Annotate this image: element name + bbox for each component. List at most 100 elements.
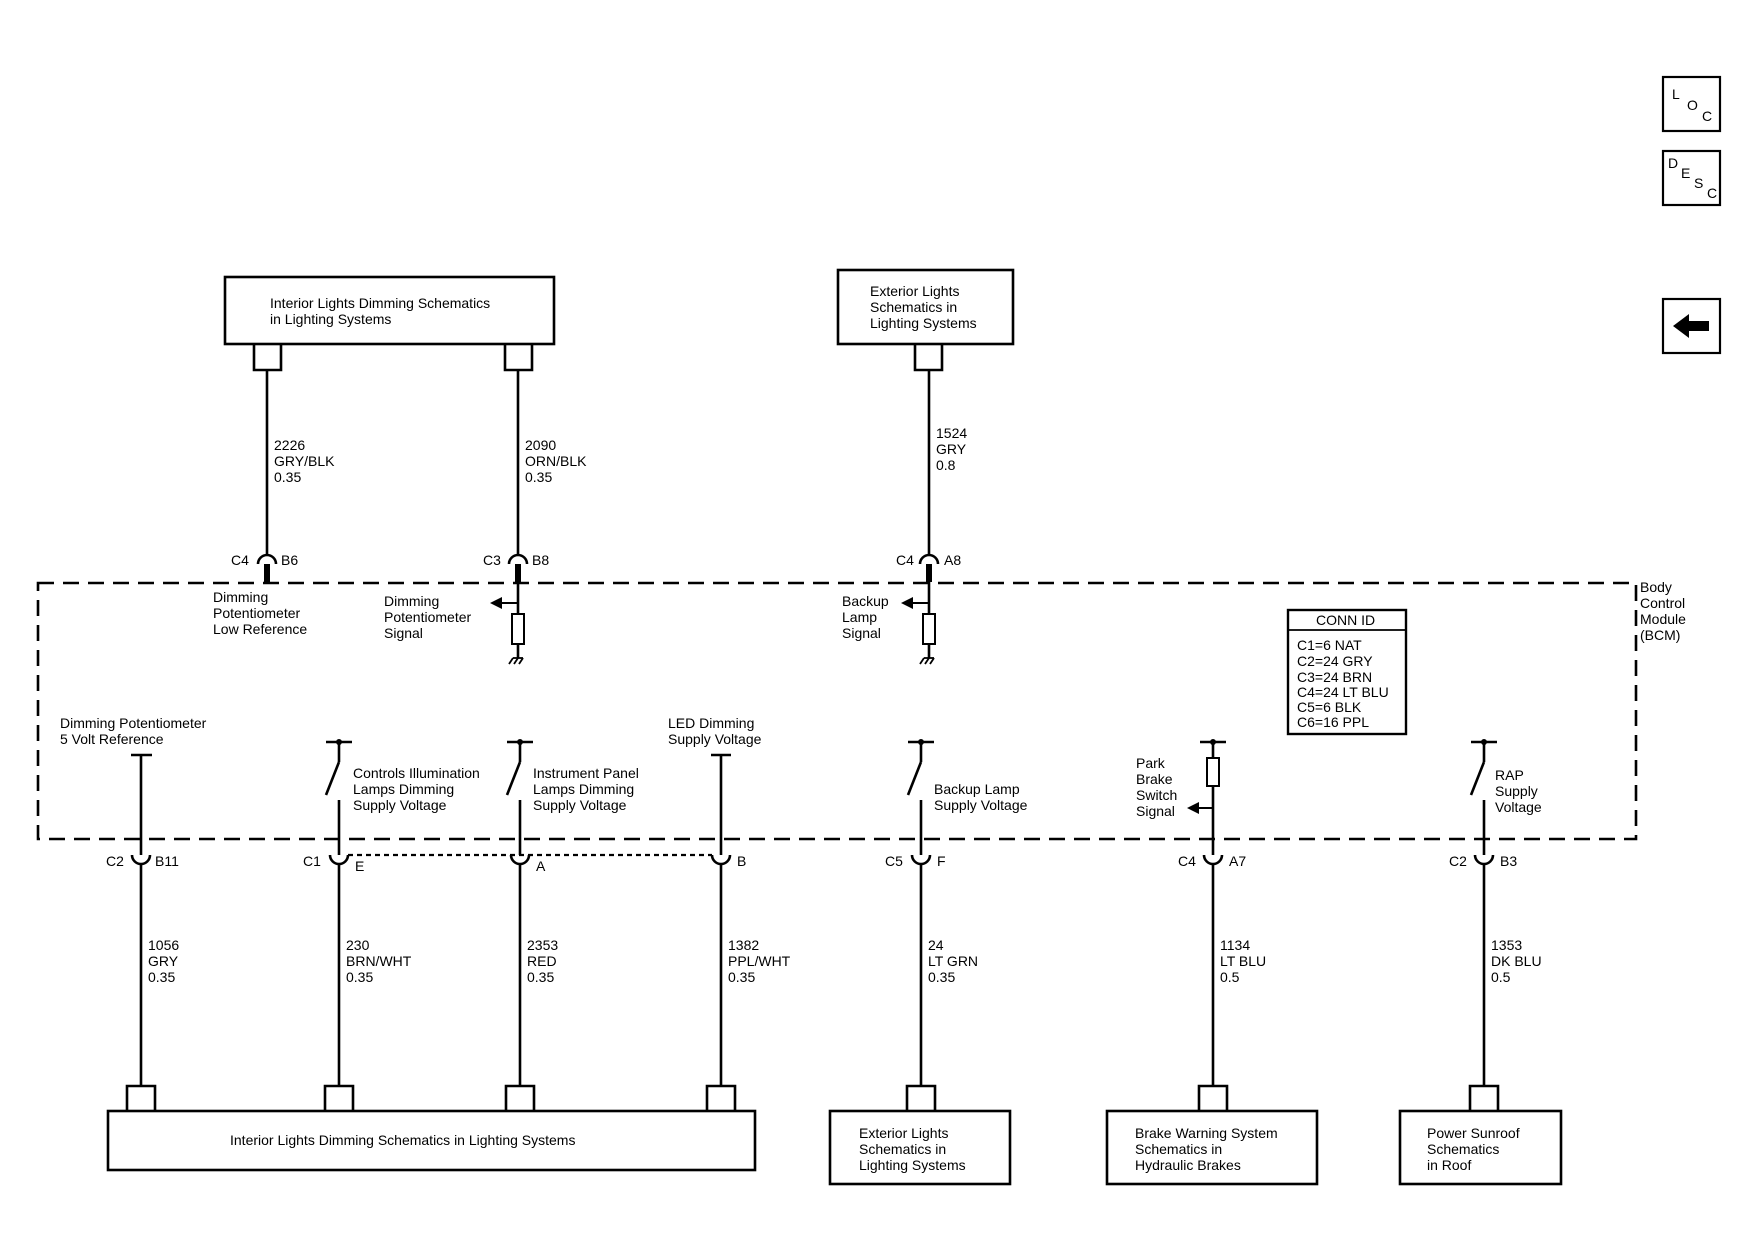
bottom-connector-c2-b3: C2 B3 (1449, 853, 1517, 869)
rap-supply-switch: RAP Supply Voltage (1469, 739, 1542, 855)
module-label-line-4: (BCM) (1640, 627, 1680, 643)
bottom-connector-c2-b11: C2 B11 (106, 853, 179, 869)
conn-id-table: CONN ID C1=6 NAT C2=24 GRY C3=24 BRN C4=… (1286, 608, 1408, 736)
led-dimming-supply-circuit: LED Dimming Supply Voltage (668, 715, 762, 855)
desc-letter-d: D (1668, 155, 1678, 171)
bottom-connector-c4-a7: C4 A7 (1178, 853, 1246, 869)
bottom-exterior-lights-box[interactable]: Exterior Lights Schematics in Lighting S… (828, 1109, 1012, 1186)
connector-id: C1 (303, 853, 321, 869)
top-connector-c3-b8: C3 B8 (483, 552, 549, 582)
pin-id: B3 (1500, 853, 1517, 869)
label-line: RAP (1495, 767, 1524, 783)
bottom-connector-c1-e: C1 E (303, 853, 364, 874)
top-wire-1524: 1524 GRY 0.8 (927, 370, 967, 555)
label-line: Supply (1495, 783, 1538, 799)
wire-number: 1524 (936, 425, 967, 441)
label-line: Signal (384, 625, 423, 641)
connector-id: C3 (483, 552, 501, 568)
bottom-power-sunroof-box[interactable]: Power Sunroof Schematics in Roof (1398, 1109, 1563, 1186)
wire-number: 2090 (525, 437, 556, 453)
bottom-brake-box-line-1: Brake Warning System (1135, 1125, 1278, 1141)
conn-id-c3: C3=24 BRN (1297, 669, 1372, 685)
wire-number: 230 (346, 937, 370, 953)
wire-color: ORN/BLK (525, 453, 587, 469)
label-line: Supply Voltage (353, 797, 447, 813)
label-line: Lamp (842, 609, 877, 625)
top-interior-dimming-box[interactable]: Interior Lights Dimming Schematics in Li… (223, 275, 556, 346)
label-line: Lamps Dimming (353, 781, 454, 797)
wire-gauge: 0.35 (346, 969, 373, 985)
backup-lamp-signal-circuit: Backup Lamp Signal (842, 582, 936, 665)
pin-id: B (737, 853, 746, 869)
top-exterior-lights-box[interactable]: Exterior Lights Schematics in Lighting S… (836, 268, 1015, 346)
loc-letter-c: C (1702, 108, 1712, 124)
connector-id: C5 (885, 853, 903, 869)
top-exterior-box-line-2: Schematics in (870, 299, 957, 315)
connector-id: C2 (1449, 853, 1467, 869)
loc-letter-o: O (1687, 97, 1698, 113)
conn-id-c1: C1=6 NAT (1297, 637, 1362, 653)
back-button[interactable] (1661, 297, 1722, 355)
wire-number: 1056 (148, 937, 179, 953)
top-wire-2090: 2090 ORN/BLK 0.35 (516, 370, 587, 555)
desc-button[interactable]: D E S C (1661, 149, 1722, 207)
controls-illumination-switch: Controls Illumination Lamps Dimming Supp… (324, 739, 480, 855)
wire-gauge: 0.35 (148, 969, 175, 985)
pin-id: B11 (155, 853, 179, 869)
label-line: Potentiometer (213, 605, 300, 621)
conn-id-c5: C5=6 BLK (1297, 699, 1362, 715)
wire-gauge: 0.35 (527, 969, 554, 985)
wire-gauge: 0.5 (1220, 969, 1240, 985)
module-label-line-1: Body (1640, 579, 1672, 595)
top-wire-2226: 2226 GRY/BLK 0.35 (265, 370, 335, 555)
desc-letter-s: S (1694, 175, 1703, 191)
label-line: Instrument Panel (533, 765, 639, 781)
label-line: Lamps Dimming (533, 781, 634, 797)
pin-id: E (355, 858, 364, 874)
label-line: 5 Volt Reference (60, 731, 164, 747)
connector-id: C4 (1178, 853, 1196, 869)
label-line: Supply Voltage (668, 731, 762, 747)
wire-color: LT GRN (928, 953, 978, 969)
signal-arrow-icon (1187, 802, 1199, 814)
bottom-exterior-box-line-2: Schematics in (859, 1141, 946, 1157)
wire-number: 1382 (728, 937, 759, 953)
bottom-wire-24: 24 LT GRN 0.35 (919, 864, 978, 1086)
wire-color: GRY (148, 953, 179, 969)
bottom-brake-box-line-2: Schematics in (1135, 1141, 1222, 1157)
label-line: Controls Illumination (353, 765, 480, 781)
label-line: Switch (1136, 787, 1177, 803)
desc-letter-c: C (1707, 185, 1717, 201)
wire-color: RED (527, 953, 557, 969)
wire-color: GRY/BLK (274, 453, 335, 469)
label-line: Supply Voltage (533, 797, 627, 813)
loc-button[interactable]: L O C (1661, 75, 1722, 133)
label-line: Signal (842, 625, 881, 641)
desc-letter-e: E (1681, 165, 1690, 181)
wire-number: 2226 (274, 437, 305, 453)
top-interior-box-line-2: in Lighting Systems (270, 311, 391, 327)
wire-number: 1134 (1220, 937, 1250, 953)
label-line: Dimming (384, 593, 439, 609)
bottom-interior-dimming-box[interactable]: Interior Lights Dimming Schematics in Li… (106, 1109, 757, 1172)
label-line: Potentiometer (384, 609, 471, 625)
label-line: Park (1136, 755, 1166, 771)
connector-id: C4 (231, 552, 249, 568)
dimming-potentiometer-signal-circuit: Dimming Potentiometer Signal (384, 582, 525, 665)
bcm-module-label: Body Control Module (BCM) (1640, 579, 1686, 643)
top-connector-c4-b6: C4 B6 (231, 552, 298, 582)
wire-gauge: 0.35 (274, 469, 301, 485)
module-label-line-2: Control (1640, 595, 1685, 611)
dimming-potentiometer-low-reference: Dimming Potentiometer Low Reference (213, 589, 307, 637)
wire-gauge: 0.35 (928, 969, 955, 985)
bottom-terminals (125, 1084, 1500, 1111)
signal-arrow-icon (490, 597, 502, 609)
bottom-brake-warning-box[interactable]: Brake Warning System Schematics in Hydra… (1105, 1109, 1319, 1186)
top-exterior-box-line-1: Exterior Lights (870, 283, 959, 299)
label-line: Voltage (1495, 799, 1542, 815)
conn-id-c2: C2=24 GRY (1297, 653, 1373, 669)
backup-lamp-supply-switch: Backup Lamp Supply Voltage (906, 739, 1028, 855)
park-brake-switch-signal-circuit: Park Brake Switch Signal (1136, 739, 1226, 855)
conn-id-c4: C4=24 LT BLU (1297, 684, 1389, 700)
top-terminals (252, 344, 944, 372)
